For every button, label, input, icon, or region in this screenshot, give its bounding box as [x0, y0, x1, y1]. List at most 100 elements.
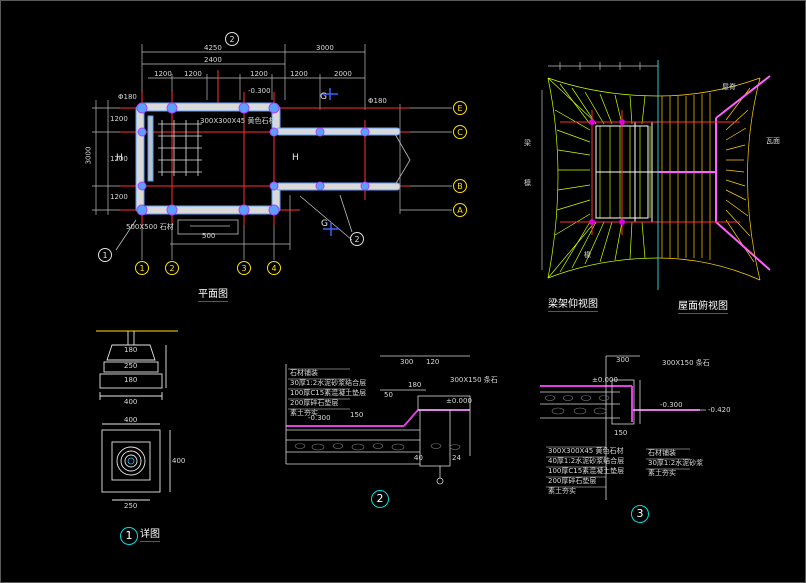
callout-bubble-bottom: 2: [350, 232, 364, 246]
detail2-section-lines: [285, 355, 471, 485]
section-h-right: H: [292, 153, 299, 163]
detail2-dim-0: 300: [400, 358, 414, 366]
detail3-layer-2: 100厚C15素混凝土垫层: [548, 467, 625, 475]
detail2-dim-4: 180: [408, 381, 422, 389]
roof-view: [541, 60, 771, 290]
beam-note-1: 檩: [524, 179, 531, 187]
detail2-number: 2: [371, 490, 389, 508]
plan-dim-top-5: 1200: [250, 70, 268, 78]
detail1-dim-0: 180: [124, 346, 138, 354]
plan-elevation: -0.300: [248, 87, 271, 95]
plan-section-marks: [322, 88, 339, 236]
detail3-gravel: [544, 395, 610, 415]
axis-bubble-1: 1: [135, 261, 149, 275]
detail3-layer-0: 300X300X45 黄色石材: [548, 447, 624, 455]
detail3-dim-top: 300: [616, 356, 630, 364]
detail1-dim-4: 400: [124, 416, 138, 424]
detail2-dim-2: 50: [384, 391, 393, 399]
beam-note-2: 椽: [584, 251, 591, 259]
detail2-layer-1: 30厚1:2水泥砂浆结合层: [290, 379, 367, 387]
detail1-dim-5: 400: [172, 457, 186, 465]
beam-dim-lines: [541, 62, 658, 270]
detail1-elevation: [99, 331, 171, 501]
axis-bubble-b: B: [453, 179, 467, 193]
section-g-top: G: [320, 92, 327, 102]
detail2-layer-4: 素土夯实: [290, 409, 318, 417]
axis-bubble-4: 4: [267, 261, 281, 275]
axis-bubble-c: C: [453, 125, 467, 139]
beam-frame-columns: [589, 119, 625, 225]
plan-steps: [115, 133, 411, 251]
detail1-core: [127, 457, 135, 465]
plan-dim-top-2: 2400: [204, 56, 222, 64]
section-h-left: H: [116, 153, 123, 163]
plan-dim-top-4: 1200: [184, 70, 202, 78]
axis-bubble-e: E: [453, 101, 467, 115]
detail3-layer-3: 200厚碎石垫层: [548, 477, 597, 485]
detail3-layer-4: 素土夯实: [548, 487, 576, 495]
beam-frame-rafters: [547, 77, 659, 279]
detail3-view: [540, 355, 706, 500]
roof-ridges: [658, 75, 771, 271]
detail3-elev-top: ±0.000: [592, 376, 618, 384]
axis-bubble-2: 2: [165, 261, 179, 275]
plan-floor-note: 300X300X45 黄色石材: [200, 117, 276, 125]
detail2-view: [285, 355, 471, 485]
beam-frame-beams: [591, 121, 658, 223]
detail1-view: [96, 330, 178, 501]
detail1-dim-2: 180: [124, 376, 138, 384]
plan-dim-left-3: 1200: [110, 193, 128, 201]
beam-frame-view: [547, 77, 660, 279]
roof-frame-title: 屋面俯视图: [678, 301, 728, 314]
plan-columns: [136, 102, 370, 216]
roof-axes: [658, 121, 740, 223]
detail2-layer-0: 石材铺装: [290, 369, 318, 377]
detail3-number: 3: [631, 505, 649, 523]
roof-note-0: 屋脊: [722, 83, 736, 91]
detail2-layer-2: 100厚C15素混凝土垫层: [290, 389, 367, 397]
roof-note-1: 瓦面: [766, 137, 780, 145]
plan-dim-left-2: 1200: [110, 155, 128, 163]
callout-bubble-top: 2: [225, 32, 239, 46]
detail2-note-box: [288, 368, 350, 410]
callout-bubble-left: 1: [98, 248, 112, 262]
detail2-gravel: [294, 443, 461, 451]
plan-view: [92, 44, 452, 260]
plan-dim-top-6: 1200: [290, 70, 308, 78]
plan-dim-top-0: 4250: [204, 44, 222, 52]
detail2-dim-1: 120: [426, 358, 440, 366]
roof-tile-lines: [657, 77, 761, 281]
plan-bottom-note: 500X500 石材: [126, 223, 174, 231]
plan-dim-top-7: 2000: [334, 70, 352, 78]
beam-frame-title: 梁架仰视图: [548, 299, 598, 312]
detail2-dim-6: 24: [452, 454, 461, 462]
diameter-label-right: Φ180: [368, 97, 387, 105]
detail1-title: 详图: [140, 529, 160, 542]
detail2-elev-low: -0.300: [308, 414, 331, 422]
section-g-bottom: G: [321, 219, 328, 229]
detail3-section-lines: [540, 355, 706, 500]
plan-dim-left-1: 1200: [110, 115, 128, 123]
detail2-layer-3: 200厚碎石垫层: [290, 399, 339, 407]
plan-dim-lines: [92, 44, 452, 260]
detail3-layer-right-1: 30厚1:2水泥砂浆: [648, 459, 704, 467]
detail1-dim-6: 250: [124, 502, 138, 510]
detail3-dim-left: 150: [614, 429, 628, 437]
detail1-number: 1: [120, 527, 138, 545]
detail3-layer-1: 40厚1:2水泥砂浆结合层: [548, 457, 625, 465]
plan-title: 平面图: [198, 289, 228, 302]
plan-dim-top-3: 1200: [154, 70, 172, 78]
beam-note-0: 梁: [524, 139, 531, 147]
diameter-label-left: Φ180: [118, 93, 137, 101]
plan-dim-left-0: 3000: [84, 146, 93, 165]
detail1-dim-3: 400: [124, 398, 138, 406]
plan-floor-grid: [158, 120, 202, 176]
axis-bubble-3: 3: [237, 261, 251, 275]
detail2-stone-note: 300X150 条石: [450, 376, 498, 384]
detail3-layer-right-2: 素土夯实: [648, 469, 676, 477]
plan-dim-top-1: 3000: [316, 44, 334, 52]
plan-stair-dim: 500: [202, 232, 216, 240]
detail3-elev-low: -0.420: [708, 406, 731, 414]
